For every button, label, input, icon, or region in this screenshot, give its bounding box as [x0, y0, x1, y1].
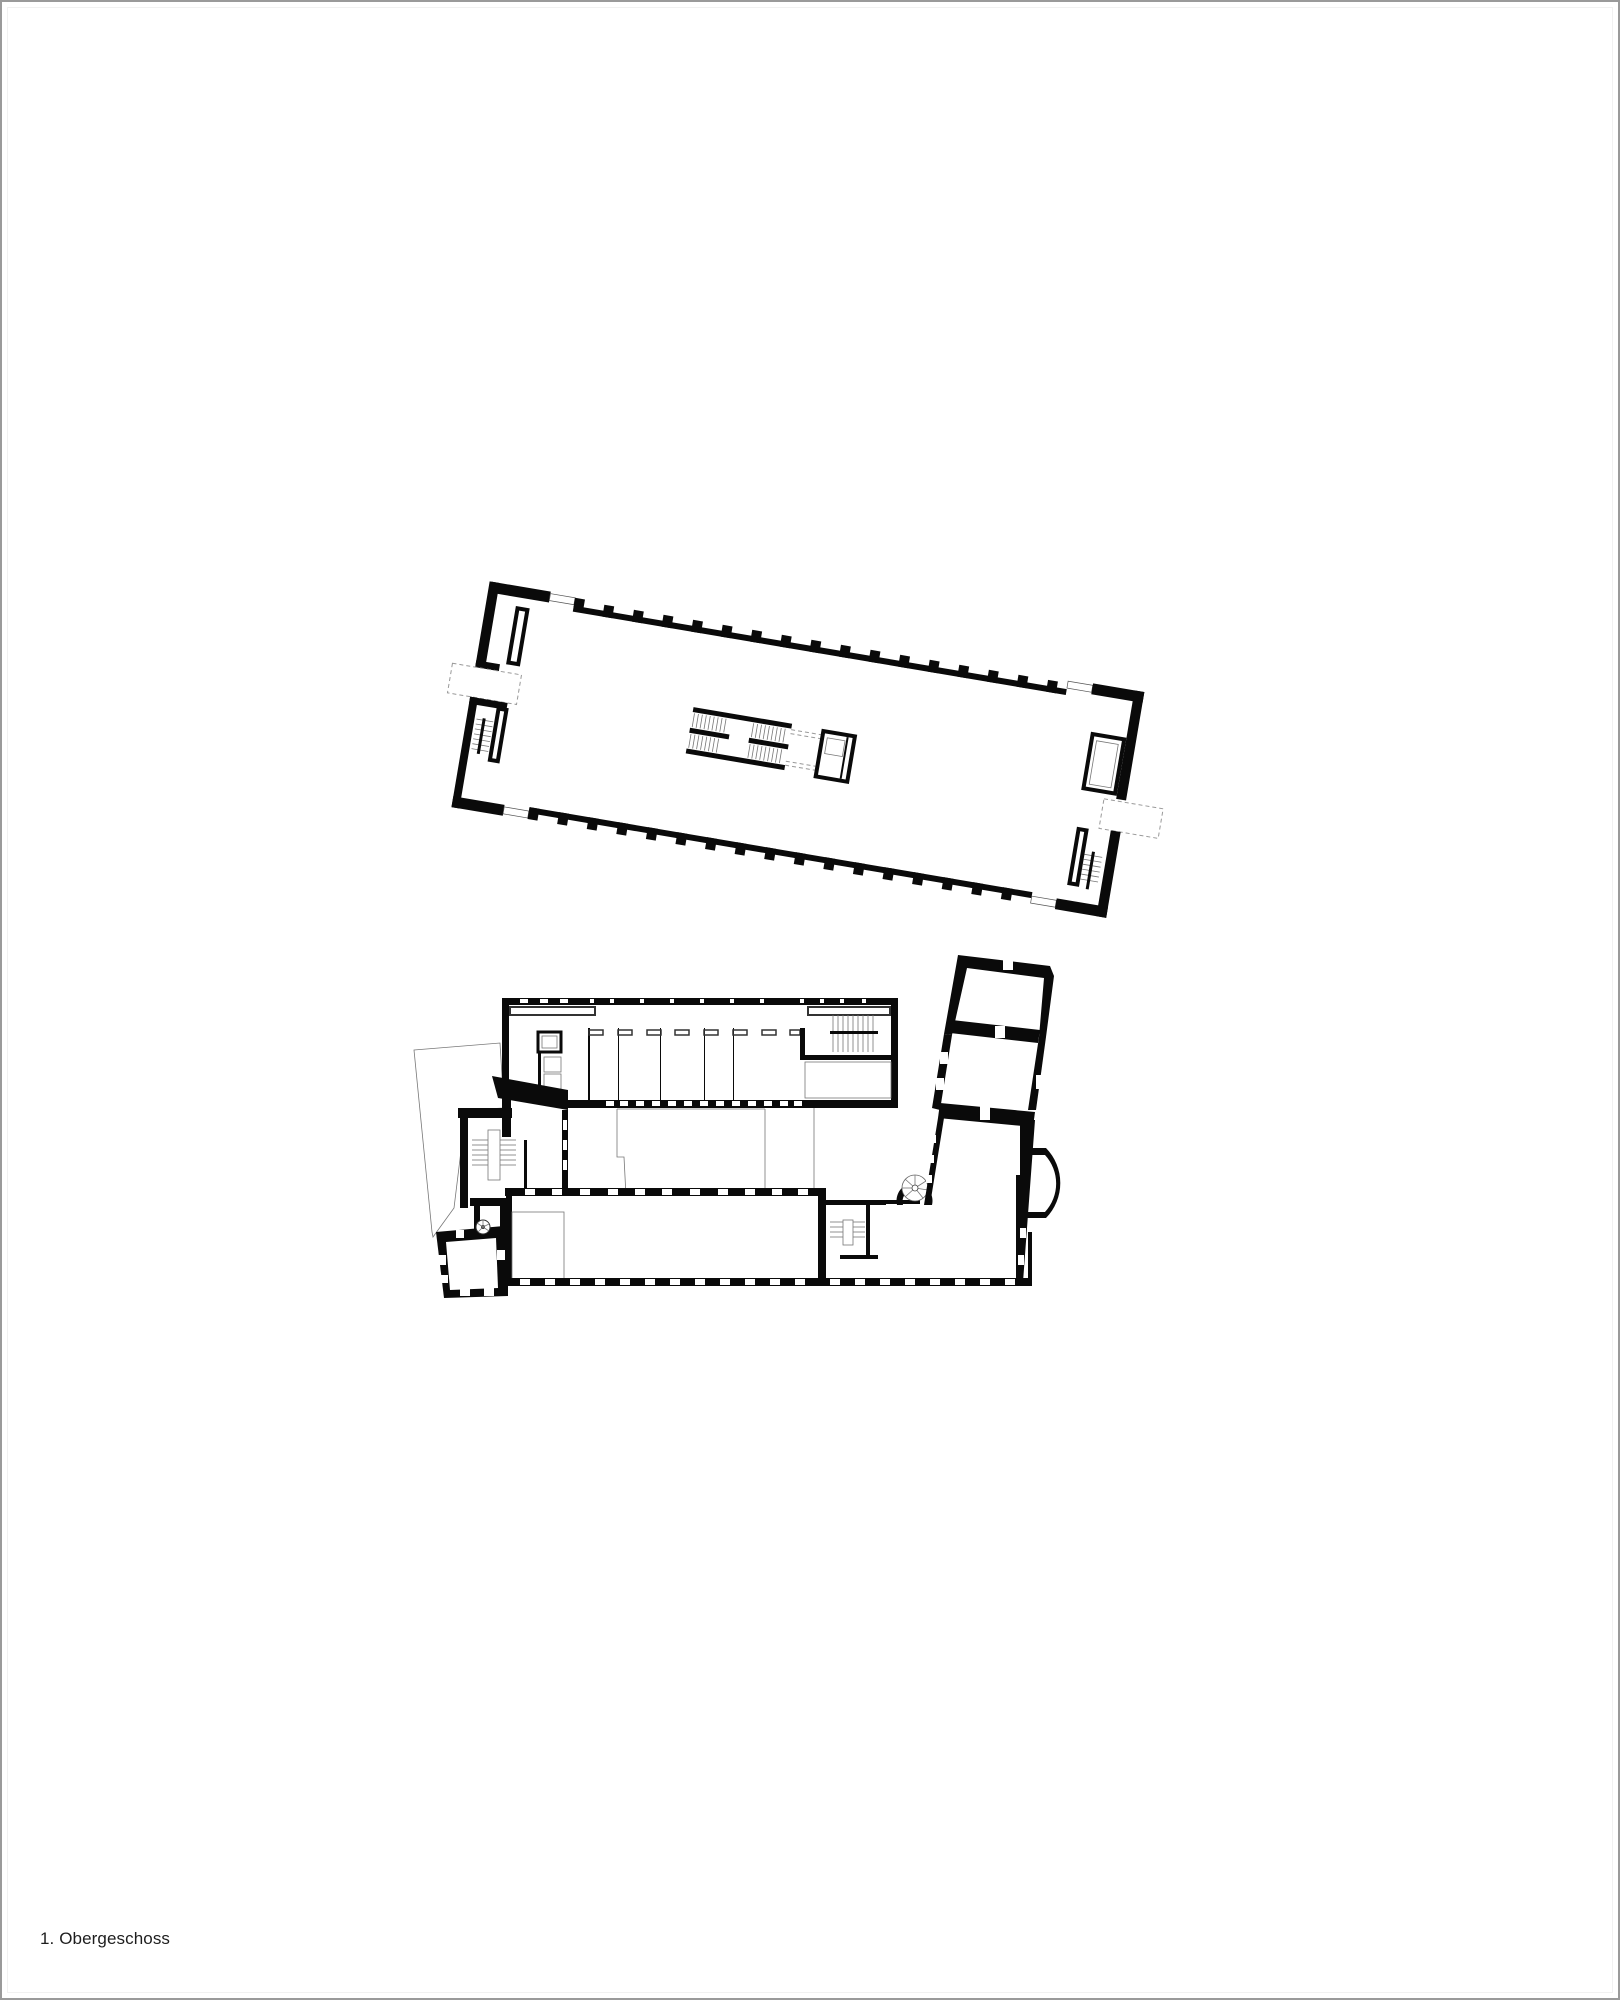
north-wing	[502, 998, 898, 1108]
upper-south-wall	[451, 796, 1109, 918]
neighbour-outline	[413, 1042, 505, 1238]
upper-west-core	[446, 581, 530, 809]
southwest-tower	[436, 1198, 512, 1298]
west-connector-stair-icon	[472, 1129, 516, 1181]
east-tower-wing	[924, 955, 1061, 1284]
courtyard	[616, 1108, 815, 1197]
office-partitions	[588, 1028, 801, 1104]
upper-building-plan	[446, 581, 1164, 918]
upper-east-core	[1067, 690, 1164, 918]
upper-central-stairs	[685, 707, 858, 785]
south-wing	[505, 1188, 1032, 1286]
lower-building-plan	[413, 955, 1061, 1298]
west-connector	[458, 1076, 568, 1208]
south-wing-stair-icon	[830, 1219, 865, 1246]
upper-north-wall	[489, 581, 1145, 703]
drawing-caption: 1. Obergeschoss	[40, 1929, 171, 1948]
